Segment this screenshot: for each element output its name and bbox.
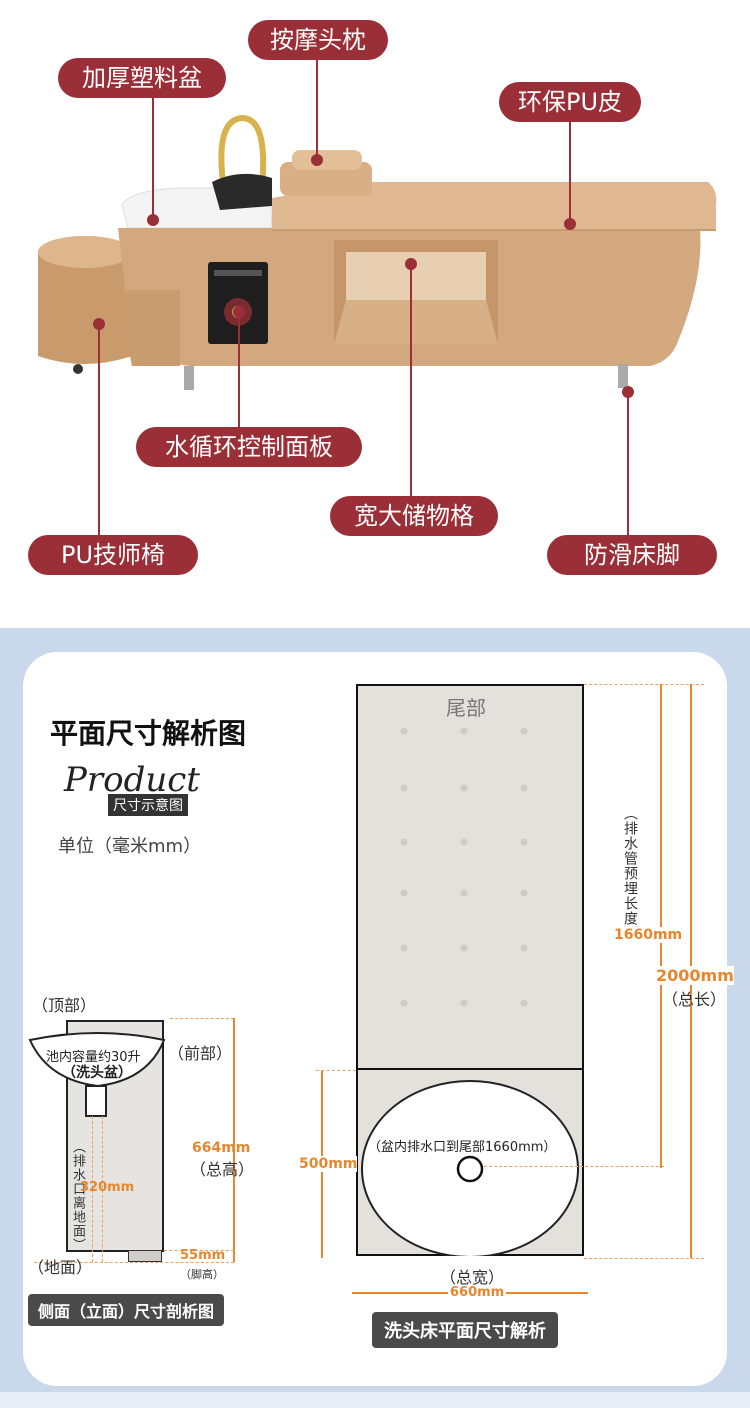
capacity-line1: 池内容量约30升	[46, 1050, 141, 1065]
chair-dot	[93, 318, 105, 330]
feet-leader	[627, 392, 629, 536]
feet-height-value: 55mm	[180, 1248, 226, 1263]
basin-drain-note: （盆内排水口到尾部1660mm）	[368, 1140, 557, 1155]
basin-top-dash	[316, 1070, 356, 1071]
ground-dash	[34, 1262, 234, 1263]
plan-bottom-dash	[584, 1258, 704, 1259]
side-basin-shape	[28, 1032, 166, 1117]
basin-dot	[147, 214, 159, 226]
plan-basin-divider	[356, 1068, 584, 1070]
tail-label: 尾部	[446, 696, 486, 720]
total-height-label: （总高）	[190, 1160, 255, 1179]
panel-leader	[238, 312, 240, 430]
product-tag: 尺寸示意图	[108, 794, 188, 816]
pillow-dot	[311, 154, 323, 166]
total-width-value: 660mm	[448, 1285, 507, 1300]
callout-chair: PU技师椅	[28, 535, 198, 575]
side-front-label: （前部）	[168, 1044, 233, 1063]
storage-leader	[410, 264, 412, 496]
callout-panel: 水循环控制面板	[136, 427, 362, 467]
product-script: Product	[64, 760, 200, 800]
plan-title: 平面尺寸解析图	[50, 717, 247, 750]
shampoo-bed-illustration	[38, 114, 717, 390]
callout-storage: 宽大储物格	[330, 496, 498, 536]
side-foot	[128, 1250, 162, 1262]
chair-leader	[98, 324, 100, 538]
plan-drain-dash	[484, 1166, 664, 1167]
plan-top-dash	[584, 684, 704, 685]
product-feature-section: 加厚塑料盆 按摩头枕 环保PU皮 水循环控制面板 宽大储物格 PU技师椅 防滑床…	[0, 0, 750, 628]
callout-pillow: 按摩头枕	[248, 20, 388, 60]
capacity-line2: （洗头盆）	[62, 1065, 132, 1081]
total-width-label: （总宽）	[440, 1268, 505, 1287]
leather-dot	[564, 218, 576, 230]
total-height-line	[233, 1018, 235, 1262]
callout-leather: 环保PU皮	[499, 82, 641, 122]
panel-dot	[233, 306, 245, 318]
side-caption: 侧面（立面）尺寸剖析图	[28, 1294, 225, 1326]
side-ground-label: （地面）	[28, 1258, 93, 1277]
total-height-value: 664mm	[192, 1140, 251, 1156]
drain-height-label: （排水口离地面）	[70, 1140, 85, 1252]
callout-basin: 加厚塑料盆	[58, 58, 226, 98]
basin-length-value: 500mm	[299, 1156, 358, 1172]
unit-label: 单位（毫米mm）	[58, 836, 202, 857]
feet-height-label: （脚高）	[180, 1268, 224, 1281]
plan-tufting-dots	[400, 727, 528, 1007]
feet-top-dash	[164, 1250, 234, 1251]
drain-dash-2	[102, 1116, 103, 1262]
bottom-strip	[0, 1392, 750, 1408]
callout-feet: 防滑床脚	[547, 535, 717, 575]
leather-leader	[569, 118, 571, 222]
total-length-value: 2000mm	[656, 966, 734, 985]
plan-caption: 洗头床平面尺寸解析	[372, 1312, 558, 1348]
pipe-length-label: （排水管预埋长度）	[622, 806, 638, 941]
pipe-length-line	[660, 684, 662, 1168]
pillow-leader	[316, 58, 318, 158]
total-length-label: （总长）	[662, 990, 727, 1009]
side-top-label: （顶部）	[32, 996, 97, 1015]
pipe-length-value: 1660mm	[614, 927, 683, 943]
side-top-dash	[170, 1018, 234, 1019]
drain-height-value: 320mm	[80, 1180, 135, 1195]
basin-leader	[152, 96, 154, 216]
storage-dot	[405, 258, 417, 270]
plan-basin-oval	[361, 1080, 579, 1256]
feet-dot	[622, 386, 634, 398]
drain-dash-1	[92, 1116, 93, 1262]
